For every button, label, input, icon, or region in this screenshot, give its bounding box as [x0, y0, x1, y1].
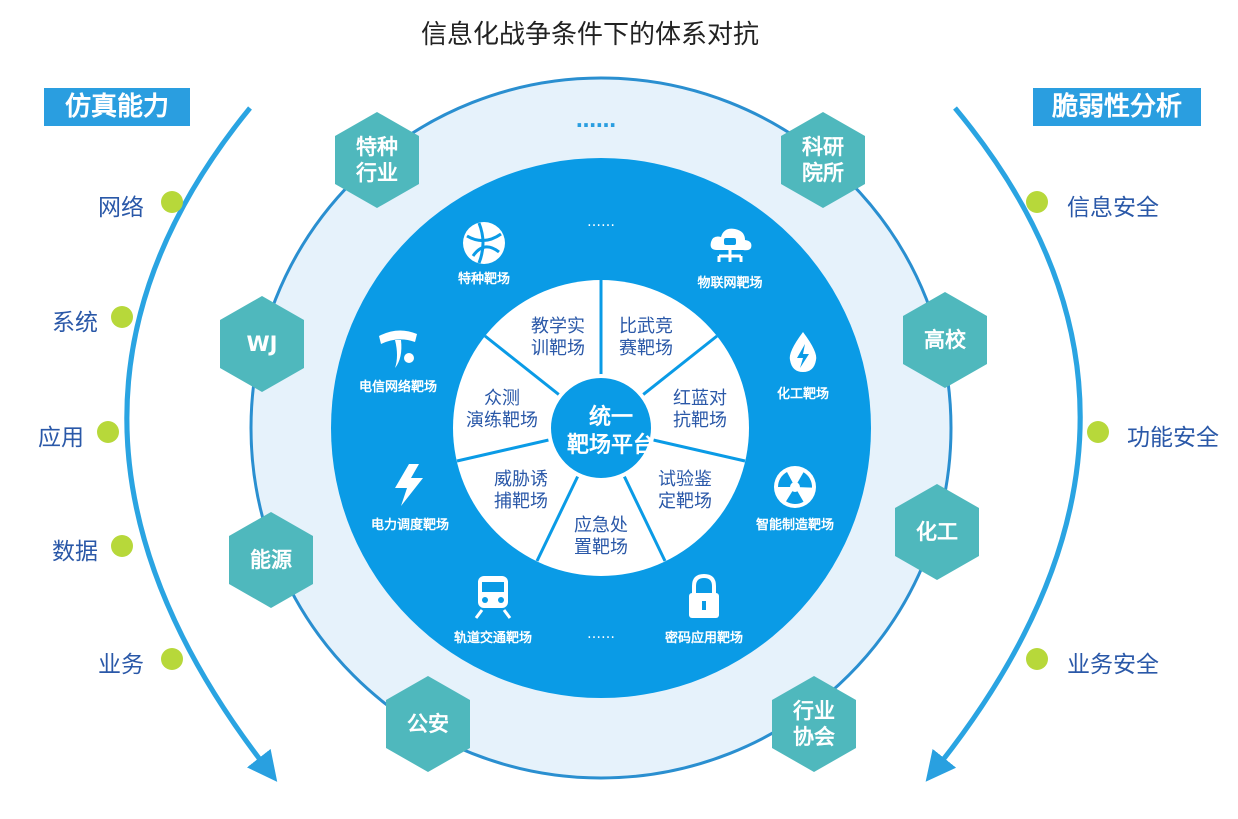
right-item-functional-safety: 功能安全: [1127, 425, 1219, 451]
center-platform: [547, 374, 655, 482]
left-item-network: 网络: [98, 195, 144, 221]
hex-chemical: [895, 484, 979, 580]
outer-ellipsis: ……: [576, 108, 616, 132]
water-drop-bolt-icon: [789, 332, 817, 372]
hex-label-energy: 能源: [250, 548, 292, 572]
segment-emergency: 应急处置靶场: [574, 515, 628, 558]
left-item-data: 数据: [52, 539, 98, 565]
range-label-power: 电力调度靶场: [370, 518, 449, 533]
range-label-iot: 物联网靶场: [697, 276, 763, 291]
segment-competition: 比武竞赛靶场: [619, 316, 673, 359]
cloud-network-icon: [710, 228, 752, 262]
left-item-application: 应用: [38, 425, 84, 451]
partner-hexagons: [220, 112, 987, 772]
right-dots: [1026, 191, 1109, 670]
hex-research: [781, 112, 865, 208]
hex-police: [386, 676, 470, 772]
padlock-icon: [689, 573, 719, 618]
right-item-business-security: 业务安全: [1067, 652, 1159, 678]
segment-crowd-test: 众测演练靶场: [466, 388, 538, 431]
range-label-telecom: 电信网络靶场: [358, 380, 437, 395]
left-item-business: 业务: [98, 652, 144, 678]
range-label-special: 特种靶场: [457, 272, 510, 287]
hex-energy: [229, 512, 313, 608]
range-label-smart-mfg: 智能制造靶场: [755, 518, 834, 533]
segment-threat-trap: 威胁诱捕靶场: [494, 469, 548, 512]
center-platform-label: 统一靶场平台: [566, 405, 655, 458]
segment-test-eval: 试验鉴定靶场: [658, 469, 712, 512]
right-arc: [925, 106, 1083, 782]
middle-ellipsis-bottom: ……: [587, 626, 615, 642]
right-panel-label: 脆弱性分析: [1033, 88, 1201, 126]
segment-teaching: 教学实训靶场: [531, 316, 585, 359]
hex-label-university: 高校: [924, 328, 966, 352]
hex-label-police: 公安: [407, 712, 449, 736]
hex-label-research: 科研院所: [802, 135, 844, 185]
left-dots: [97, 191, 183, 670]
hex-association: [772, 676, 856, 772]
middle-ellipsis-top: ……: [587, 214, 615, 230]
hex-label-association: 行业协会: [793, 699, 835, 749]
globe-icon: [463, 222, 505, 264]
left-panel-label: 仿真能力: [44, 88, 190, 126]
hex-label-wj: WJ: [246, 332, 278, 356]
radiation-icon: [774, 466, 816, 508]
left-item-system: 系统: [52, 310, 98, 336]
hex-special-industry: [335, 112, 419, 208]
lightning-icon: [395, 464, 423, 506]
range-label-rail: 轨道交通靶场: [453, 631, 532, 646]
range-label-chemical: 化工靶场: [776, 387, 829, 402]
telecom-logo-icon: [379, 330, 417, 368]
range-label-crypto: 密码应用靶场: [664, 631, 743, 646]
hex-university: [903, 292, 987, 388]
hex-label-chemical: 化工: [916, 520, 958, 544]
hex-label-special-industry: 特种行业: [356, 135, 398, 185]
hex-wj: [220, 296, 304, 392]
left-arc: [124, 106, 278, 782]
right-item-info-security: 信息安全: [1067, 195, 1159, 221]
segment-red-blue: 红蓝对抗靶场: [673, 388, 727, 431]
train-icon: [474, 576, 512, 619]
diagram-title: 信息化战争条件下的体系对抗: [420, 20, 759, 50]
